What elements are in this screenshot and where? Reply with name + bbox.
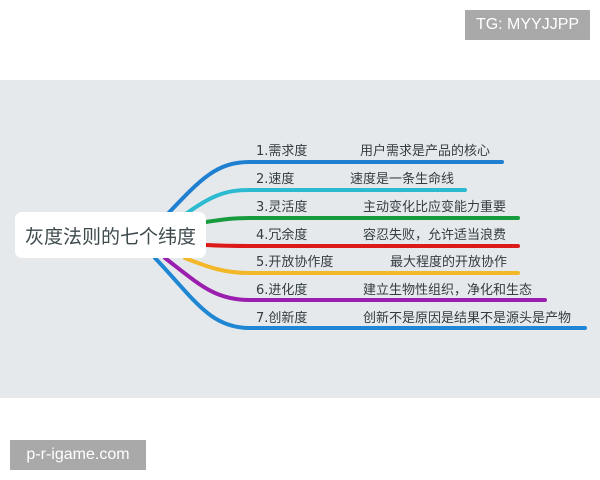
branch-desc-3: 主动变化比应变能力重要	[363, 200, 507, 215]
branch-desc-5: 最大程度的开放协作	[390, 255, 508, 270]
branch-label-3[interactable]: 3.灵活度	[256, 200, 308, 215]
center-title: 灰度法则的七个纬度	[24, 225, 196, 248]
watermark-top-right: TG: MYYJJPP	[465, 10, 590, 40]
branch-label-5[interactable]: 5.开放协作度	[256, 255, 334, 270]
branch-line-4	[204, 243, 520, 248]
center-node[interactable]: 灰度法则的七个纬度	[15, 212, 206, 258]
branch-line-6	[163, 256, 547, 302]
branch-line-3	[204, 216, 520, 224]
watermark-bottom-left: p-r-igame.com	[10, 440, 146, 470]
branch-desc-4: 容忍失败，允许适当浪费	[363, 228, 507, 243]
branch-label-2[interactable]: 2.速度	[256, 172, 295, 187]
branch-desc-1: 用户需求是产品的核心	[360, 144, 491, 159]
branch-line-1	[158, 160, 504, 224]
branch-label-4[interactable]: 4.冗余度	[256, 228, 308, 243]
branch-line-5	[183, 256, 520, 275]
branch-desc-6: 建立生物性组织，净化和生态	[363, 283, 533, 298]
branch-line-7	[153, 256, 587, 330]
branch-label-1[interactable]: 1.需求度	[256, 144, 308, 159]
branch-desc-7: 创新不是原因是结果不是源头是产物	[363, 311, 572, 326]
branch-label-7[interactable]: 7.创新度	[256, 311, 308, 326]
branch-desc-2: 速度是一条生命线	[350, 172, 455, 187]
branch-label-6[interactable]: 6.进化度	[256, 283, 308, 298]
